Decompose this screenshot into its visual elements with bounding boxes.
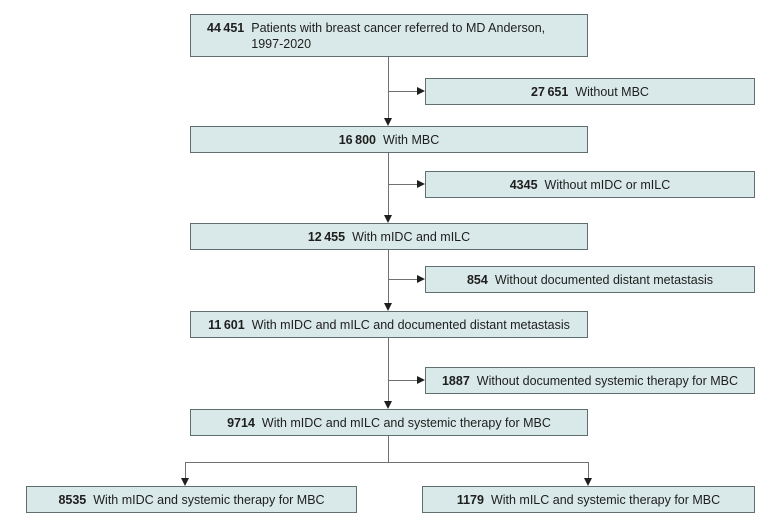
box-count: 854 xyxy=(466,272,488,287)
connector-line xyxy=(388,57,389,118)
flow-box-with-midc-and-milc: 12 455 With mIDC and mILC xyxy=(190,223,588,250)
box-label: With mILC and systemic therapy for MBC xyxy=(490,492,721,507)
connector-line xyxy=(388,279,417,280)
flow-box-with-mbc: 16 800 With MBC xyxy=(190,126,588,153)
flow-box-referred: 44 451 Patients with breast cancer refer… xyxy=(190,14,588,57)
arrowhead-right-icon xyxy=(417,87,425,95)
box-label: With mIDC and mILC xyxy=(352,229,471,244)
connector-line xyxy=(388,91,417,92)
arrowhead-down-icon xyxy=(384,401,392,409)
flow-box-content: 44 451 Patients with breast cancer refer… xyxy=(191,15,587,52)
connector-line xyxy=(388,250,389,303)
flow-box-without-systemic-therapy: 1887 Without documented systemic therapy… xyxy=(425,367,755,394)
arrowhead-down-icon xyxy=(584,478,592,486)
box-label-line2: 1997-2020 xyxy=(251,37,312,51)
flow-box-documented-distant-metastasis: 11 601 With mIDC and mILC and documented… xyxy=(190,311,588,338)
arrowhead-down-icon xyxy=(384,303,392,311)
flow-box-systemic-therapy: 9714 With mIDC and mILC and systemic the… xyxy=(190,409,588,436)
box-count: 16 800 xyxy=(338,132,376,147)
box-label-line1: Patients with breast cancer referred to … xyxy=(251,21,546,35)
box-label: With mIDC and mILC and documented distan… xyxy=(251,317,570,332)
box-label: With mIDC and systemic therapy for MBC xyxy=(93,492,325,507)
box-count: 27 651 xyxy=(531,84,569,99)
flow-box-milc-systemic-therapy: 1179 With mILC and systemic therapy for … xyxy=(422,486,755,513)
box-label: Patients with breast cancer referred to … xyxy=(251,20,545,52)
box-label: With mIDC and mILC and systemic therapy … xyxy=(261,415,551,430)
box-count: 8535 xyxy=(58,492,87,507)
connector-line xyxy=(388,436,389,462)
flow-box-without-distant-metastasis: 854 Without documented distant metastasi… xyxy=(425,266,755,293)
arrowhead-right-icon xyxy=(417,275,425,283)
box-count: 4345 xyxy=(509,177,538,192)
connector-line xyxy=(388,184,417,185)
flow-box-without-midc-or-milc: 4345 Without mIDC or mILC xyxy=(425,171,755,198)
box-label: Without documented distant metastasis xyxy=(494,272,714,287)
box-count: 12 455 xyxy=(307,229,346,244)
box-label: Without documented systemic therapy for … xyxy=(476,373,739,388)
flow-box-without-mbc: 27 651 Without MBC xyxy=(425,78,755,105)
box-count: 1887 xyxy=(441,373,470,388)
box-count: 44 451 xyxy=(207,21,245,35)
box-count: 11 601 xyxy=(208,317,245,332)
connector-line xyxy=(185,462,589,463)
box-label: Without mIDC or mILC xyxy=(544,177,671,192)
connector-line xyxy=(588,462,589,478)
box-label: With MBC xyxy=(383,132,440,147)
box-count: 9714 xyxy=(227,415,255,430)
arrowhead-down-icon xyxy=(384,215,392,223)
flow-box-midc-systemic-therapy: 8535 With mIDC and systemic therapy for … xyxy=(26,486,357,513)
arrowhead-right-icon xyxy=(417,376,425,384)
arrowhead-down-icon xyxy=(181,478,189,486)
connector-line xyxy=(388,380,417,381)
arrowhead-right-icon xyxy=(417,180,425,188)
connector-line xyxy=(185,462,186,478)
connector-line xyxy=(388,338,389,401)
box-count: 1179 xyxy=(456,492,484,507)
arrowhead-down-icon xyxy=(384,118,392,126)
box-label: Without MBC xyxy=(575,84,649,99)
